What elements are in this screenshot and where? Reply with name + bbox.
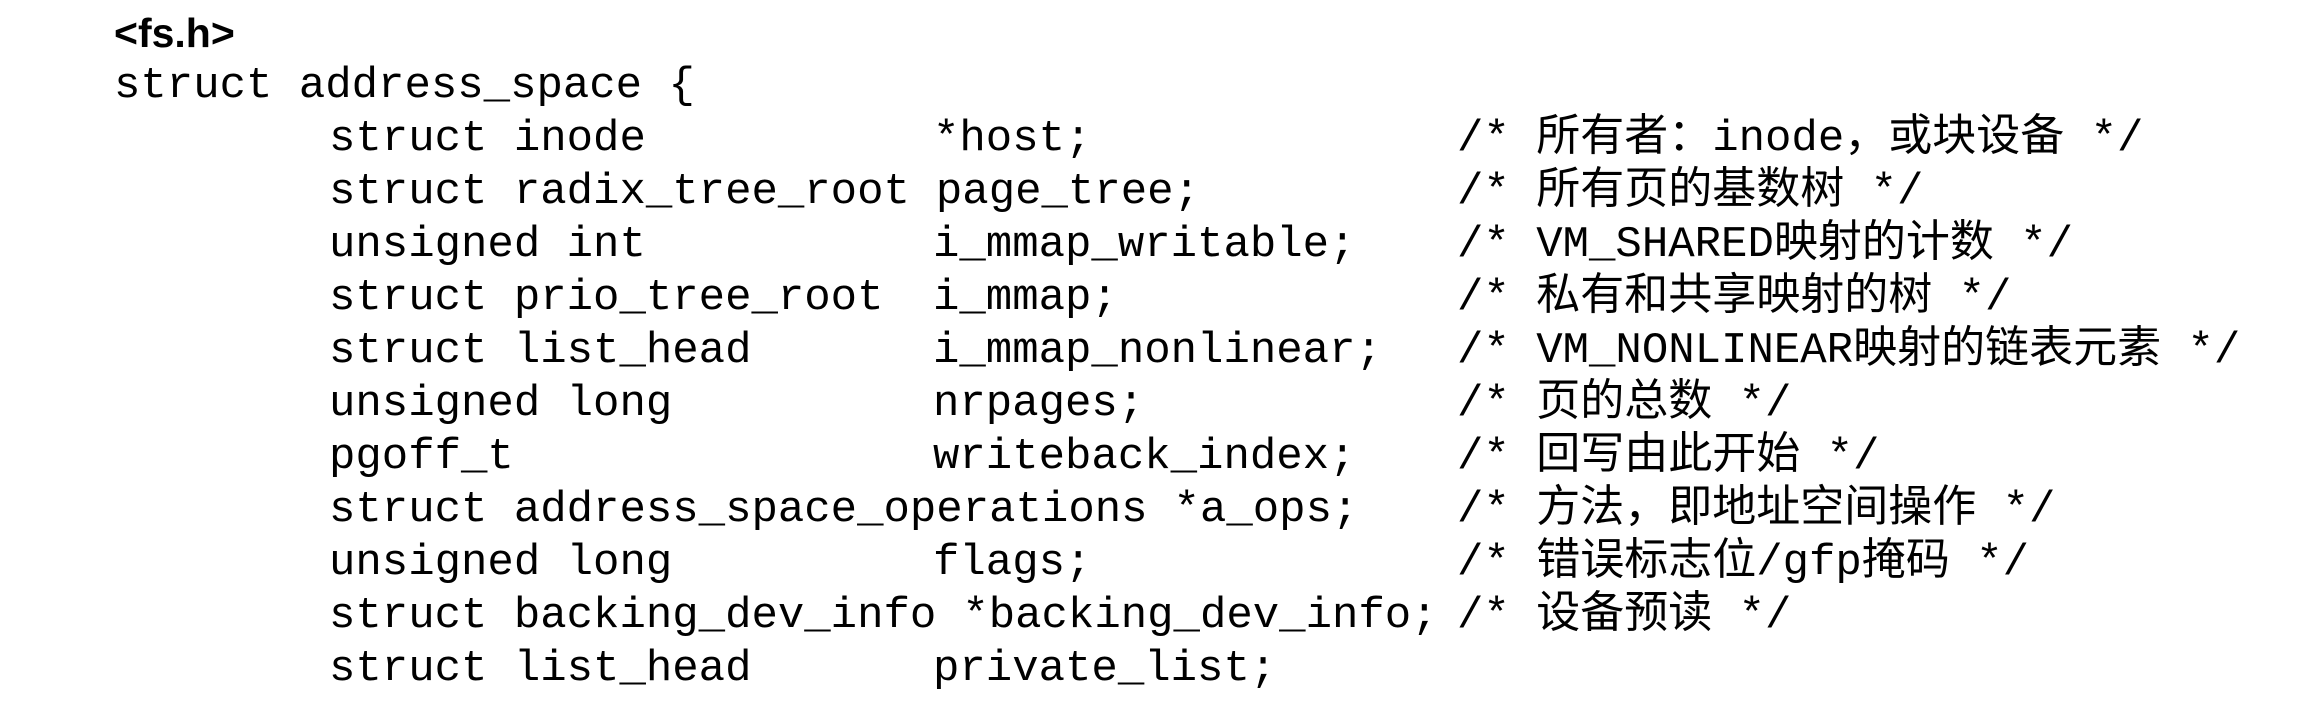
field-name: flags; [933,538,1092,588]
field-type: pgoff_t [329,432,514,482]
field-name: i_mmap; [933,273,1118,323]
code-line: struct inode *host; /* 所有者：inode，或块设备 */ [114,113,2319,166]
code-line: unsigned long flags; /* 错误标志位/gfp掩码 */ [114,537,2319,590]
field-declaration: struct address_space_operations *a_ops; [114,484,1457,537]
code-line: struct list_head i_mmap_nonlinear; /* VM_N… [114,325,2319,378]
field-comment: /* 私有和共享映射的树 */ [1457,273,2012,323]
field-declaration: struct radix_tree_root page_tree; [114,166,1457,219]
field-name: *a_ops; [1173,485,1359,535]
field-name: private_list; [933,644,1277,694]
code-line: struct backing_dev_info *backing_dev_info… [114,590,2319,643]
field-declaration: struct backing_dev_info *backing_dev_info… [114,590,1457,643]
field-type: struct inode [329,114,646,164]
field-declaration: unsigned int i_mmap_writable; [114,219,1457,272]
field-comment: /* 设备预读 */ [1457,591,1792,641]
struct-declaration-open: struct address_space { [114,61,695,111]
field-name: page_tree; [935,167,1200,217]
field-comment: /* VM_SHARED映射的计数 */ [1457,220,2074,270]
field-declaration: struct list_head i_mmap_nonlinear; [114,325,1457,378]
field-comment: /* 页的总数 */ [1457,379,1792,429]
field-type: struct backing_dev_info [329,591,937,641]
field-declaration: struct prio_tree_root i_mmap; [114,272,1457,325]
code-line: pgoff_t writeback_index; /* 回写由此开始 */ [114,431,2319,484]
field-comment: /* 所有页的基数树 */ [1457,167,1924,217]
field-type: struct radix_tree_root [329,167,910,217]
field-name: *host; [933,114,1092,164]
code-line: struct list_head private_list; [114,643,2319,696]
field-declaration: struct inode *host; [114,113,1457,166]
field-declaration: struct list_head private_list; [114,643,1457,696]
file-header: <fs.h> [114,10,235,56]
code-line: unsigned long nrpages; /* 页的总数 */ [114,378,2319,431]
field-type: unsigned int [329,220,646,270]
field-type: unsigned long [329,538,673,588]
field-name: *backing_dev_info; [962,591,1438,641]
code-line: struct radix_tree_root page_tree; /* 所有页的基… [114,166,2319,219]
code-line: unsigned int i_mmap_writable; /* VM_SHARED… [114,219,2319,272]
field-name: writeback_index; [933,432,1356,482]
field-type: struct list_head [329,644,752,694]
field-comment: /* 所有者：inode，或块设备 */ [1457,114,2144,164]
field-comment: /* 回写由此开始 */ [1457,432,1880,482]
field-declaration: pgoff_t writeback_index; [114,431,1457,484]
field-comment: /* VM_NONLINEAR映射的链表元素 */ [1457,326,2241,376]
field-name: nrpages; [933,379,1145,429]
code-line: struct address_space_operations *a_ops; /*… [114,484,2319,537]
field-declaration: unsigned long flags; [114,537,1457,590]
field-type: struct address_space_operations [329,485,1148,535]
field-type: struct prio_tree_root [329,273,884,323]
field-declaration: unsigned long nrpages; [114,378,1457,431]
field-type: struct list_head [329,326,752,376]
field-comment: /* 错误标志位/gfp掩码 */ [1457,538,2030,588]
code-line: struct prio_tree_root i_mmap; /* 私有和共享映射的树… [114,272,2319,325]
field-name: i_mmap_writable; [933,220,1356,270]
field-name: i_mmap_nonlinear; [933,326,1382,376]
field-comment: /* 方法，即地址空间操作 */ [1457,485,2056,535]
field-type: unsigned long [329,379,673,429]
